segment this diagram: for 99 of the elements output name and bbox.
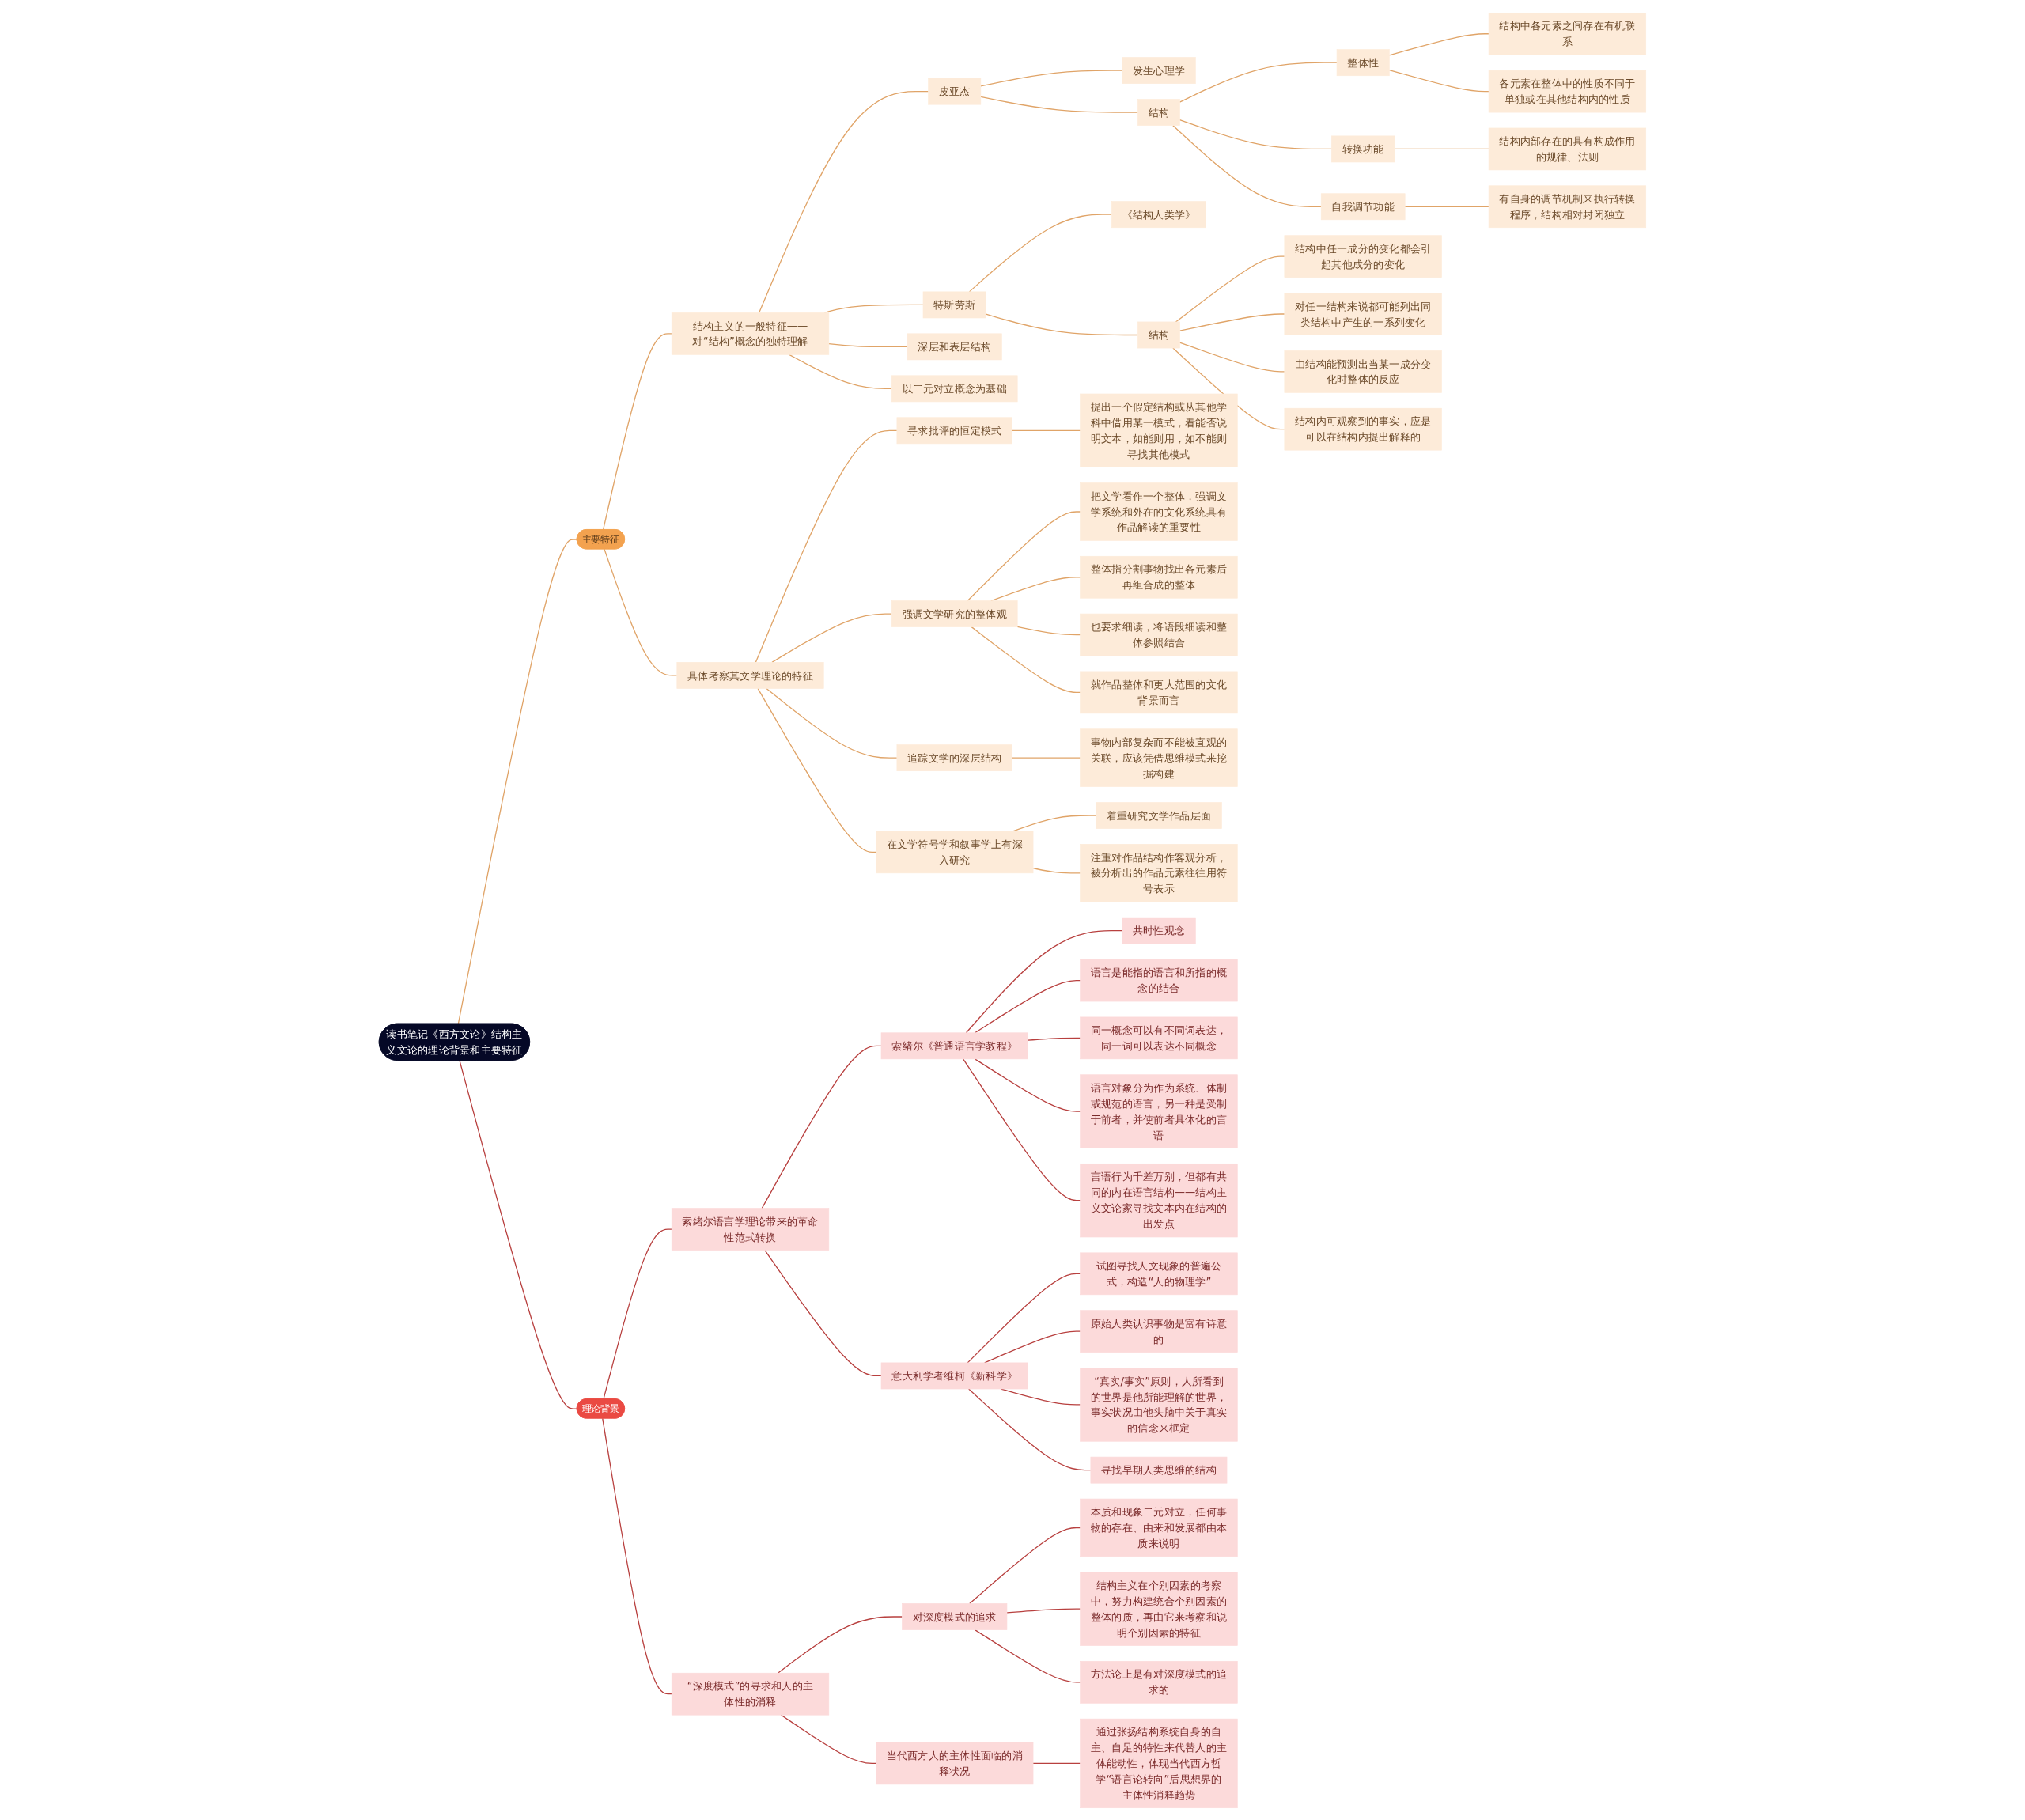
node-box xyxy=(1122,56,1196,84)
connector xyxy=(990,576,1081,601)
connector xyxy=(963,1058,1081,1201)
connector xyxy=(1006,1607,1081,1614)
connector xyxy=(965,929,1123,1033)
connector xyxy=(759,90,929,313)
node-box xyxy=(1336,48,1390,76)
connector xyxy=(603,1228,672,1400)
connector xyxy=(789,354,892,389)
connector xyxy=(974,1058,1081,1112)
connector xyxy=(755,429,898,663)
connector xyxy=(457,538,578,1024)
node-box xyxy=(676,661,824,689)
node-box xyxy=(907,333,1002,360)
connector xyxy=(1179,62,1338,103)
node-box xyxy=(1080,1718,1238,1808)
node-box xyxy=(1080,1660,1238,1704)
node-box xyxy=(1080,843,1238,902)
node-box xyxy=(1096,801,1222,829)
node-box xyxy=(671,1672,830,1715)
node-box xyxy=(891,600,1018,627)
connector xyxy=(1172,124,1322,207)
connector xyxy=(985,312,1139,335)
node-box xyxy=(1080,959,1238,1001)
connector xyxy=(1394,148,1489,149)
node-box xyxy=(1080,1016,1238,1059)
connector xyxy=(771,612,892,663)
node-box xyxy=(891,375,1018,402)
connector xyxy=(828,342,908,347)
connector xyxy=(1388,32,1489,55)
connector xyxy=(602,332,672,530)
node-box xyxy=(1284,407,1442,450)
connector xyxy=(459,1059,578,1409)
connector xyxy=(1016,626,1081,635)
node-box xyxy=(876,831,1034,873)
connector xyxy=(967,1273,1081,1364)
connector xyxy=(1032,867,1081,873)
connector xyxy=(1011,757,1081,759)
node-box xyxy=(1090,1456,1228,1483)
connector xyxy=(968,214,1113,293)
node-box xyxy=(1080,613,1238,656)
connector xyxy=(1179,119,1333,149)
node-box xyxy=(1488,12,1647,55)
connector xyxy=(1032,1762,1081,1764)
node-box xyxy=(896,744,1012,771)
node-box xyxy=(922,291,986,318)
node-box xyxy=(671,312,830,355)
node-box xyxy=(896,416,1012,444)
node-box xyxy=(1080,1252,1238,1295)
node-box xyxy=(1080,1073,1238,1148)
connector xyxy=(984,1330,1081,1364)
connector xyxy=(980,96,1139,113)
connector xyxy=(1404,206,1489,207)
connector xyxy=(1179,341,1285,372)
node-box xyxy=(1080,728,1238,787)
connector xyxy=(967,510,1081,601)
connector xyxy=(971,626,1081,693)
connector xyxy=(761,1045,882,1209)
node-box xyxy=(1080,482,1238,541)
connector xyxy=(980,69,1123,86)
node-box xyxy=(1080,1163,1238,1237)
node-box xyxy=(902,1602,1008,1630)
node-box xyxy=(1080,393,1238,467)
node-box xyxy=(1080,671,1238,713)
node-box xyxy=(928,78,982,104)
connector xyxy=(1011,429,1081,431)
node-box xyxy=(1122,917,1196,944)
connector xyxy=(780,1714,877,1764)
connector xyxy=(1027,1037,1081,1041)
node-box xyxy=(880,1362,1028,1389)
connector xyxy=(764,1249,882,1376)
node-box xyxy=(1284,234,1442,278)
node-box xyxy=(880,1031,1028,1059)
node-box xyxy=(1284,350,1442,393)
connector xyxy=(766,687,898,759)
node-box xyxy=(1137,98,1180,126)
connector xyxy=(974,979,1081,1033)
node-box xyxy=(1488,70,1647,112)
connector xyxy=(1179,312,1285,331)
connector xyxy=(1388,69,1489,92)
connector xyxy=(1175,255,1285,323)
connector xyxy=(974,1629,1081,1682)
node-box xyxy=(1080,555,1238,599)
node-box xyxy=(1080,1571,1238,1646)
node-box xyxy=(876,1742,1034,1784)
node-box xyxy=(1080,1367,1238,1442)
connector xyxy=(968,1387,1092,1470)
connector xyxy=(602,1417,672,1694)
node-box xyxy=(1488,127,1647,170)
node-box xyxy=(1111,200,1206,228)
connector xyxy=(777,1615,903,1674)
node-box xyxy=(1080,1498,1238,1557)
node-box xyxy=(671,1207,830,1251)
connector xyxy=(757,687,877,853)
node-box xyxy=(1137,321,1180,348)
connector xyxy=(604,548,678,676)
node-box xyxy=(1284,292,1442,335)
node-box xyxy=(1488,184,1647,228)
node-box xyxy=(1080,1309,1238,1353)
